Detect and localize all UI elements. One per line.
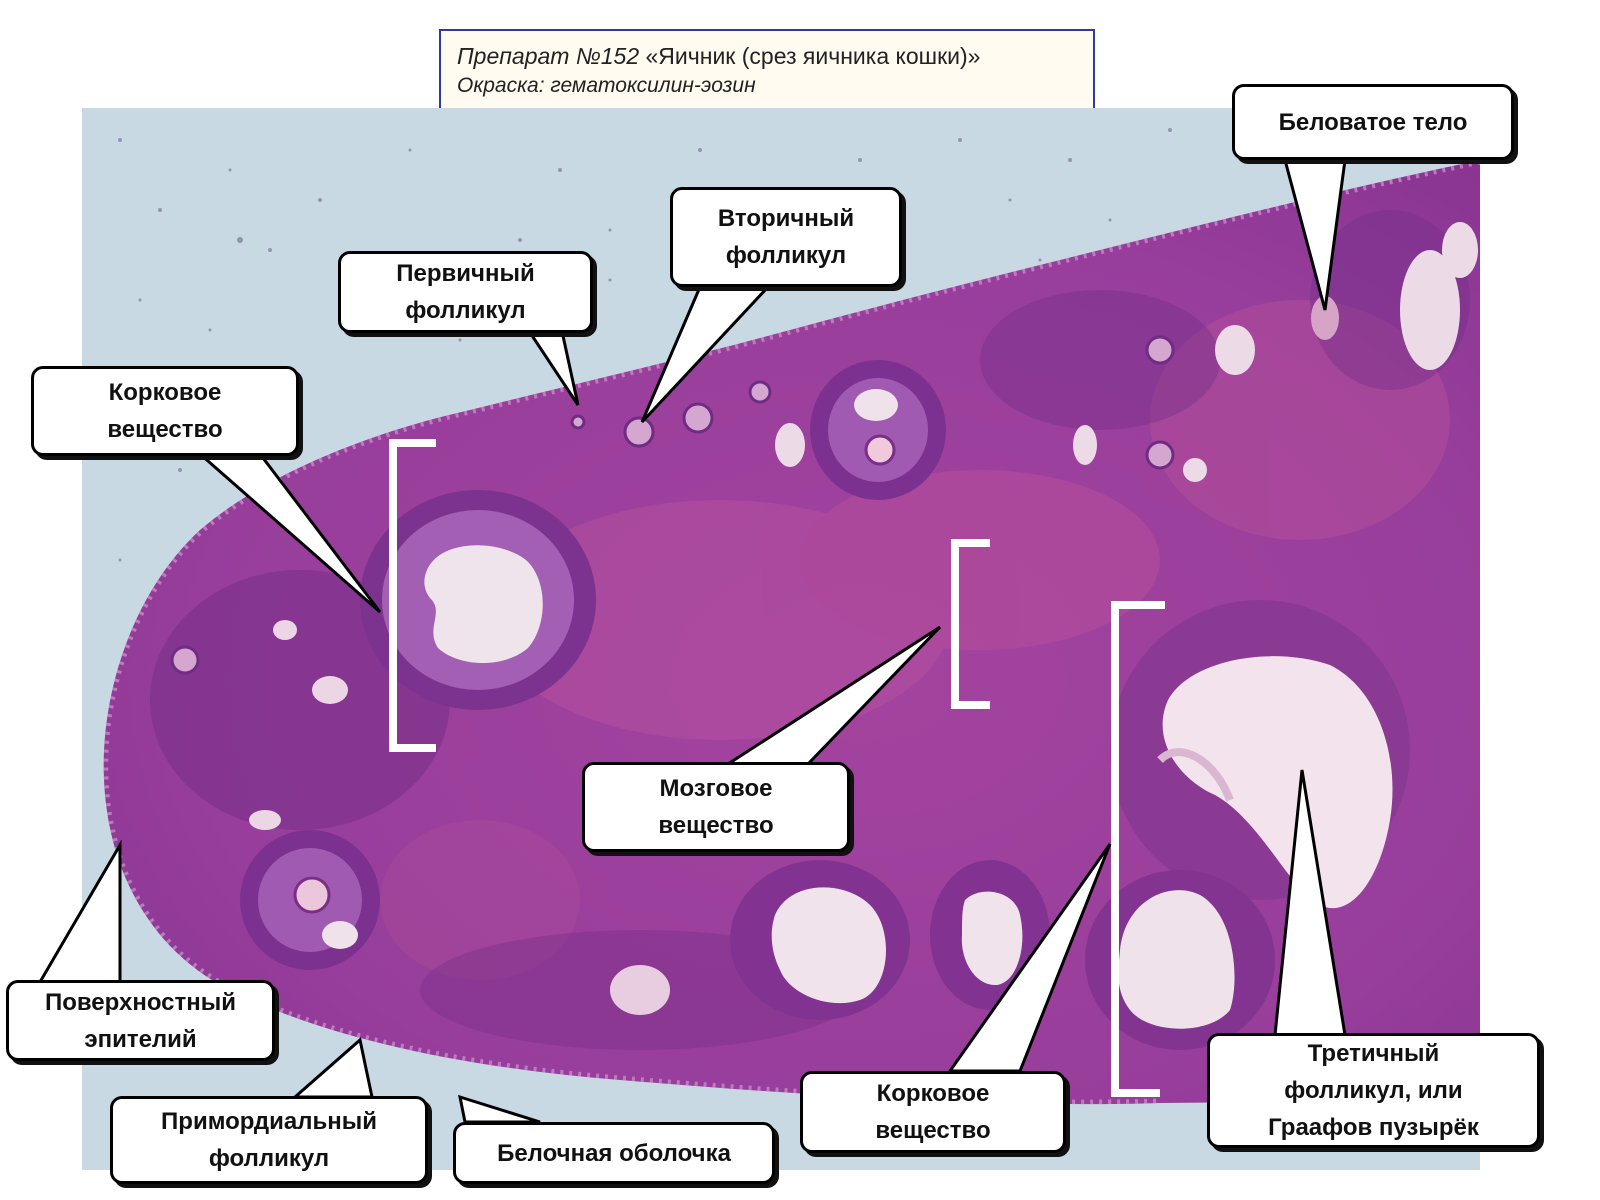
stain-caption: Окраска: гематоксилин-эозин <box>457 74 756 97</box>
slide-title: Препарат №152 «Яичник (срез яичника кошк… <box>457 41 1077 71</box>
label-primary-follicle: Первичный фолликул <box>338 251 593 333</box>
corpus-albicans <box>1311 296 1339 340</box>
bracket-cortex-left <box>389 439 436 752</box>
lower-right-follicle <box>1085 870 1275 1050</box>
preparation-number: Препарат №152 <box>457 43 640 69</box>
label-cortex-right: Корковое вещество <box>800 1071 1066 1153</box>
bracket-icon <box>389 439 1165 1097</box>
secondary-follicle-lower <box>240 830 380 970</box>
left-cavities <box>249 620 348 830</box>
label-corpus-albicans: Беловатое тело <box>1232 84 1514 160</box>
label-tunica-albuginea: Белочная оболочка <box>453 1122 775 1184</box>
bottom-follicles <box>610 860 1050 1020</box>
pointer-corpus-albicans <box>1283 158 1347 311</box>
label-surface-epithelium: Поверхностный эпителий <box>6 980 275 1061</box>
label-tertiary-follicle: Третичный фолликул, или Граафов пузырёк <box>1207 1033 1540 1148</box>
slide-title-box: Препарат №152 «Яичник (срез яичника кошк… <box>439 29 1095 115</box>
antral-follicle-left <box>360 490 596 710</box>
preparation-name: «Яичник (срез яичника кошки)» <box>645 43 981 69</box>
secondary-follicle-upper <box>810 360 946 500</box>
upper-right-cavities <box>775 222 1478 482</box>
graafian-follicle <box>1110 600 1410 909</box>
label-primordial-follicle: Примордиальный фолликул <box>110 1096 428 1184</box>
small-follicles <box>170 335 1175 675</box>
pointer-surface-epithelium <box>37 839 122 984</box>
label-secondary-follicle: Вторичный фолликул <box>670 187 902 287</box>
label-cortex-left: Корковое вещество <box>31 366 299 456</box>
pointer-secondary-follicle <box>640 285 772 424</box>
label-medulla: Мозговое вещество <box>582 762 850 852</box>
bracket-medulla <box>951 539 990 709</box>
bracket-cortex-right <box>1111 601 1165 1097</box>
